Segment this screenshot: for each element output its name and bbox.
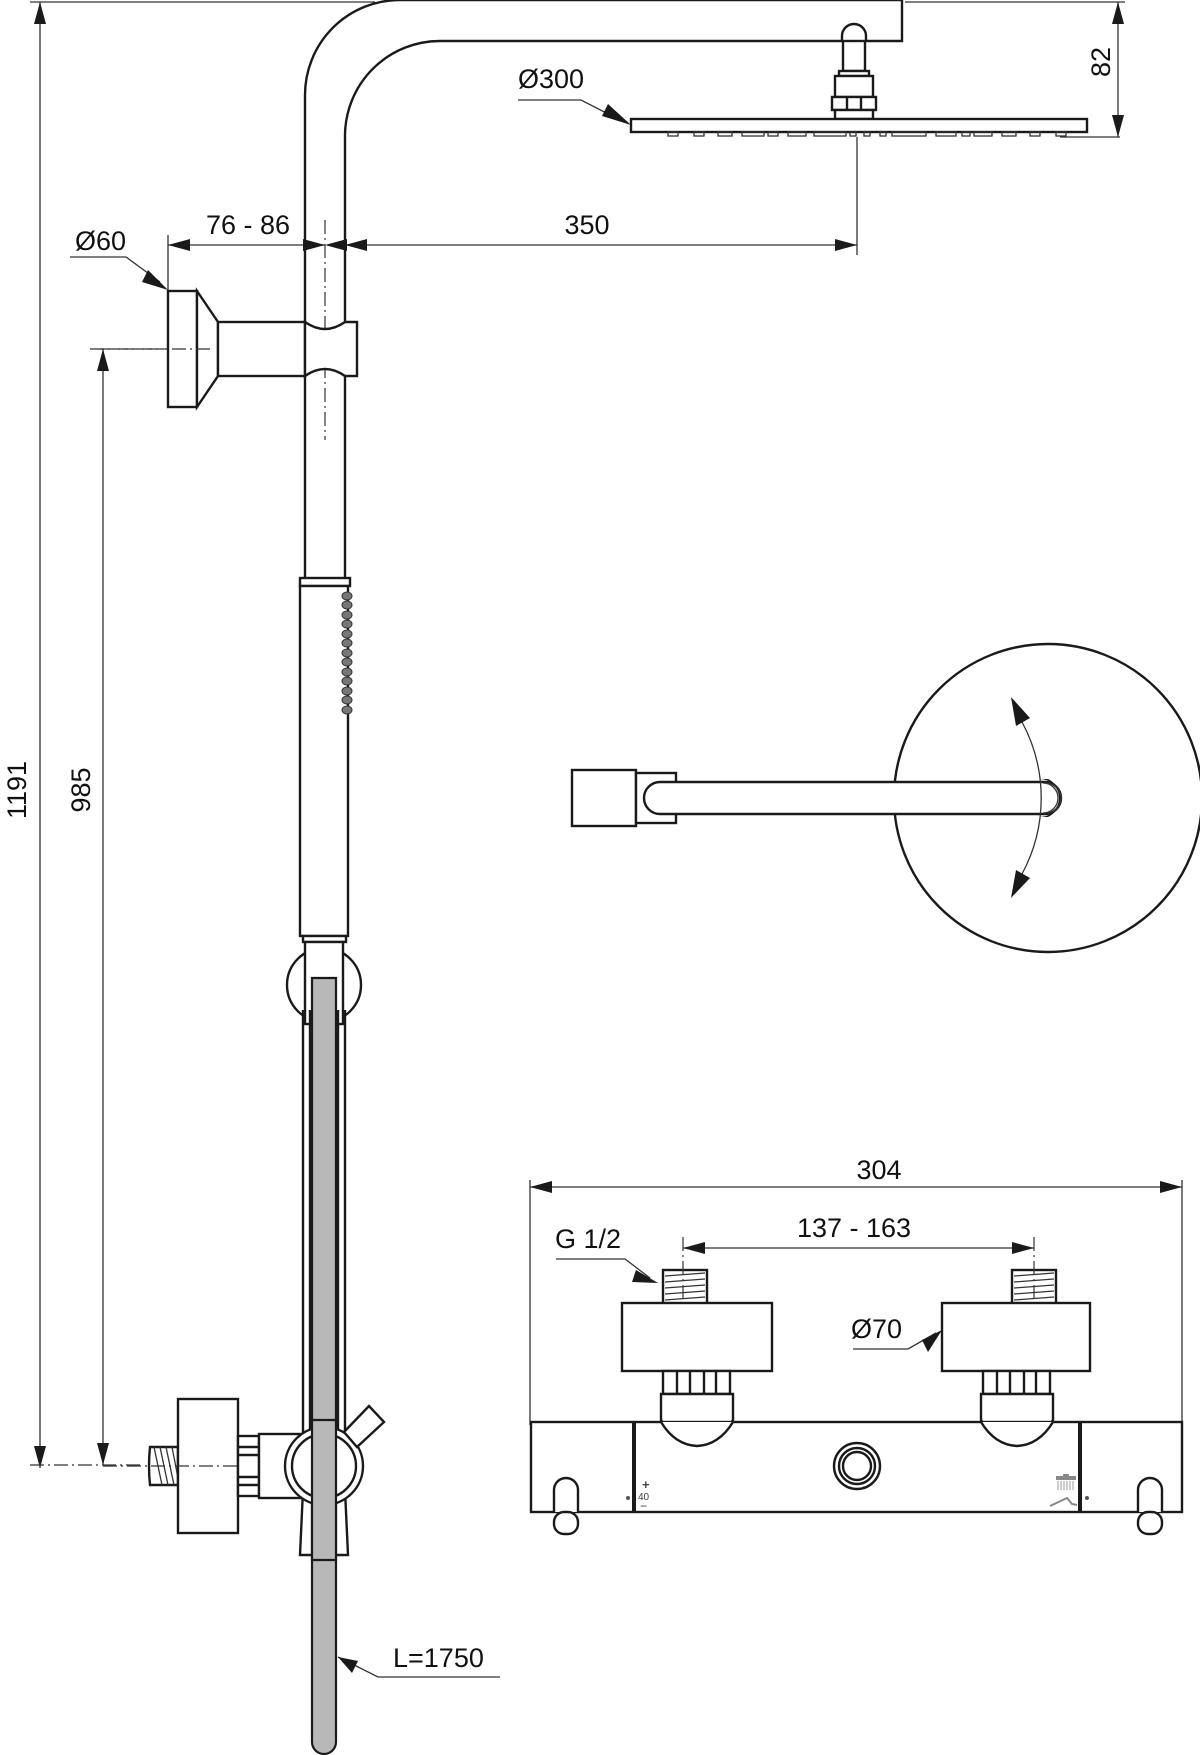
dimension-head-diameter: Ø300	[518, 64, 631, 125]
dim-total-height-label: 1191	[2, 761, 32, 819]
side-elevation: 1191 985	[2, 0, 1125, 1755]
dim-350-label: 350	[564, 210, 609, 240]
mixer-body: + 40 −	[529, 1420, 1184, 1514]
mixer-side-view	[103, 1397, 386, 1562]
temperature-scale: + 40 −	[626, 1477, 650, 1513]
dim-offset-label: 76 - 86	[206, 210, 290, 240]
mixer-feet	[552, 1476, 1164, 1536]
dimension-total-height: 1191	[2, 1, 375, 1468]
dimension-inlet-thread: G 1/2	[555, 1224, 658, 1283]
temp-plus-mark: +	[642, 1477, 650, 1492]
dimension-hose-length: L=1750	[337, 1643, 500, 1678]
dim-304-label: 304	[856, 1155, 901, 1185]
hand-shower	[298, 576, 353, 944]
swivel-joint	[1040, 779, 1062, 817]
plan-view	[570, 642, 1200, 954]
overhead-shower-head	[629, 22, 1120, 255]
right-inlet	[940, 1237, 1092, 1448]
swivel-range-arrow	[1011, 697, 1042, 898]
dim-70-label: Ø70	[851, 1314, 902, 1344]
mixer-front-view: 304 137 - 163 G 1/2	[529, 1155, 1184, 1536]
lower-riser	[298, 1010, 350, 1557]
wall-bracket	[100, 287, 359, 411]
left-inlet	[620, 1237, 774, 1448]
shower-hose	[310, 976, 338, 1755]
dimension-bracket-diameter: Ø60	[70, 226, 168, 290]
dimension-arm-projection: 350	[345, 210, 857, 251]
temp-40-mark: 40	[638, 1492, 650, 1503]
dimension-mixer-to-bracket: 985	[30, 348, 215, 1466]
dimension-escutcheon-diameter: Ø70	[851, 1314, 942, 1352]
dim-300-label: Ø300	[518, 64, 584, 94]
dimension-mixer-width: 304	[529, 1155, 1183, 1425]
spray-nozzles	[667, 131, 1067, 137]
dim-thread-label: G 1/2	[555, 1224, 621, 1254]
dim-82-label: 82	[1086, 47, 1116, 77]
dim-centers-label: 137 - 163	[797, 1213, 911, 1243]
shower-symbol-icon	[1056, 1474, 1076, 1490]
diverter-button	[832, 1441, 882, 1491]
dim-hose-label: L=1750	[393, 1643, 484, 1673]
hand-shower-nozzles	[341, 591, 353, 715]
dimension-inlet-centers: 137 - 163	[683, 1213, 1034, 1254]
dim-985-label: 985	[66, 767, 96, 812]
temp-minus-mark: −	[640, 1499, 647, 1513]
dim-60-label: Ø60	[75, 226, 126, 256]
riser-pipe	[303, 0, 904, 578]
dimension-bracket-offset: 76 - 86	[167, 210, 347, 290]
dimension-head-height: 82	[905, 1, 1125, 137]
hand-shower-symbol-icon	[1049, 1496, 1078, 1507]
